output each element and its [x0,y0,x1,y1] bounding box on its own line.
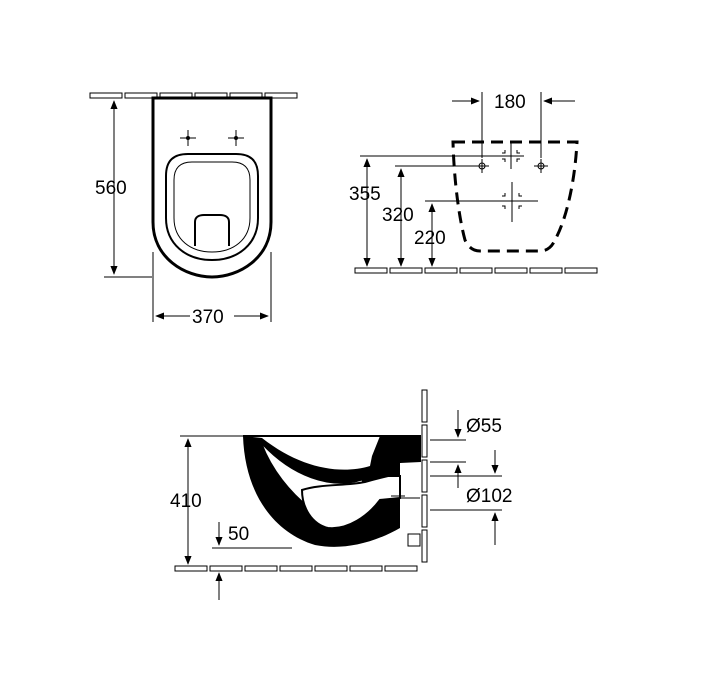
top-view-wall [89,92,298,99]
side-view: 410 50 Ø55 Ø102 [170,389,512,600]
upper-fixing-height-label: 355 [349,184,381,205]
trap-channel [300,475,401,530]
top-view: 560 370 [89,92,298,328]
waste-cross-marker [486,182,538,222]
fixing-marker-left [475,159,489,173]
seat-rim-outer [165,153,259,262]
bowl-outline-top [151,96,273,279]
width-label: 370 [192,307,224,328]
fixing-hole-marker-right [228,130,244,146]
lower-fixing-height-label: 320 [382,205,414,226]
fixing-spacing-label: 180 [494,92,526,113]
front-view: 180 355 320 220 [349,92,598,274]
fixing-hole-marker-left [180,130,196,146]
side-view-wall [421,389,428,563]
outlet-diameter-label: Ø102 [466,486,512,507]
flush-inlet [379,439,401,463]
waste-height-label: 220 [414,228,446,249]
fixing-marker-right [534,159,548,173]
waste-outlet [407,533,421,547]
inlet-diameter-label: Ø55 [466,416,502,437]
height-label: 410 [170,491,202,512]
bowl-opening [194,214,230,246]
front-view-floor [354,267,598,274]
floor-gap-label: 50 [228,524,249,545]
depth-label: 560 [95,178,127,199]
side-view-floor [174,565,418,572]
inlet-cross-marker [498,143,524,169]
seat-rim-inner [173,161,251,253]
bowl-outline-front [451,140,579,253]
